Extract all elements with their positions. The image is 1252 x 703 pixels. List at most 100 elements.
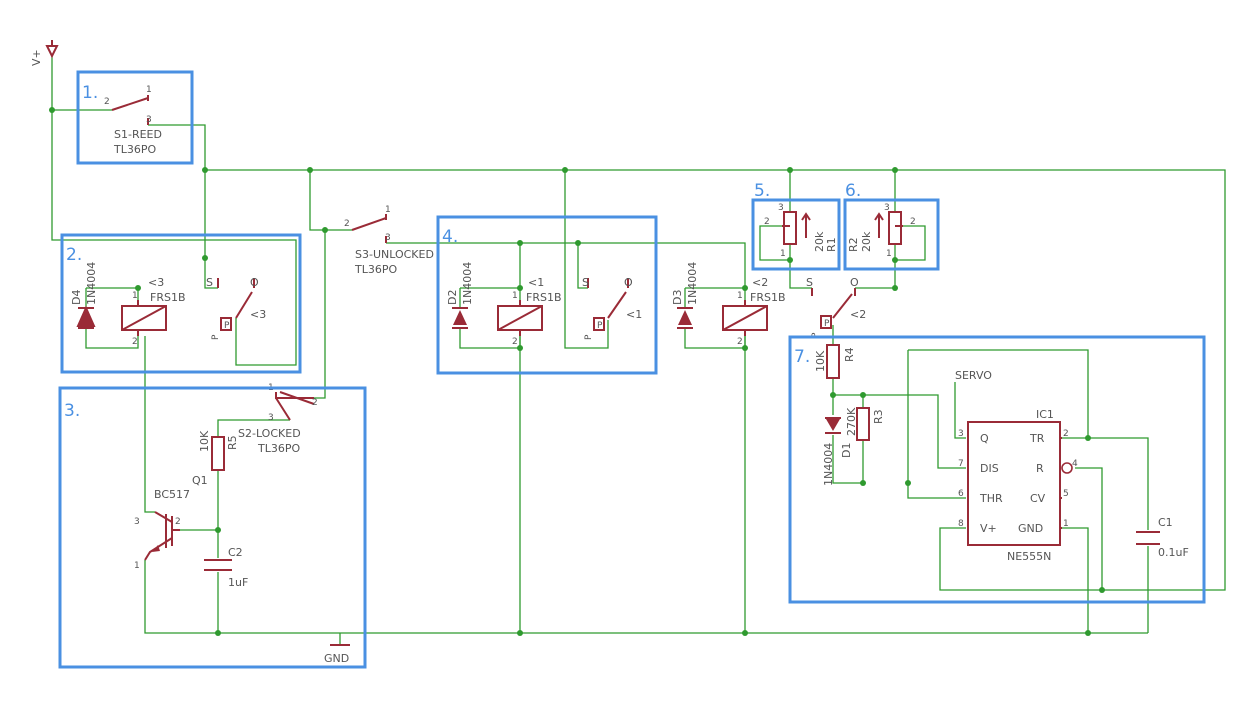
section-box-6 [843,198,940,271]
svg-text:3: 3 [268,413,274,423]
relay-k2: D3 1N4004 1 2 <2 FRS1B S O P P <2 [671,262,866,347]
k1-type: FRS1B [526,291,562,304]
svg-text:S: S [582,276,589,289]
svg-text:P: P [597,321,603,331]
s1-name: S1-REED [114,128,162,141]
svg-text:1: 1 [385,205,391,215]
s3-model: TL36PO [354,263,397,276]
wires [51,56,1226,645]
k2-ref: <2 [752,276,768,289]
svg-text:1N4004: 1N4004 [822,443,835,486]
k1-ref: <1 [528,276,544,289]
gnd-symbol: GND [324,644,350,665]
d3-type: 1N4004 [686,262,699,305]
d2-type: 1N4004 [461,262,474,305]
switch-s2: 1 2 3 S2-LOCKED TL36PO [238,383,318,455]
svg-text:1: 1 [737,291,743,301]
d4-name: D4 [70,290,83,305]
svg-text:20k: 20k [813,231,826,252]
svg-text:CV: CV [1030,492,1046,505]
gnd-label: GND [324,652,349,665]
svg-text:<3: <3 [250,308,266,321]
section-box-4 [436,215,658,375]
svg-text:V+: V+ [980,522,997,535]
section-boxes: 1. 2. 3. 4. 5. 6. 7. [58,70,1206,669]
svg-text:2: 2 [344,219,350,229]
k3-ref: <3 [148,276,164,289]
svg-text:P: P [584,334,594,340]
svg-text:4: 4 [1072,459,1078,469]
resistor-r3: 270K R3 [845,407,885,441]
s2-model: TL36PO [257,442,300,455]
svg-text:20k: 20k [860,231,873,252]
section-box-1 [76,70,194,165]
svg-text:1: 1 [146,85,152,95]
svg-text:1: 1 [134,561,140,571]
svg-text:P: P [224,321,230,331]
svg-text:1: 1 [1063,519,1069,529]
svg-text:S: S [206,276,213,289]
d4-type: 1N4004 [85,262,98,305]
svg-text:P: P [211,334,221,340]
svg-text:3: 3 [146,115,152,125]
svg-text:3: 3 [385,233,391,243]
svg-text:<1: <1 [626,308,642,321]
svg-text:270K: 270K [845,407,858,436]
svg-text:O: O [250,276,259,289]
section-label-1: 1. [82,83,98,103]
section-box-3 [58,386,367,669]
vplus-symbol: V+ [30,40,59,66]
svg-text:3: 3 [884,203,890,213]
svg-text:1: 1 [132,291,138,301]
svg-text:1: 1 [886,249,892,259]
svg-text:<2: <2 [850,308,866,321]
svg-text:6: 6 [958,489,964,499]
svg-text:2: 2 [512,337,518,347]
ic1-type: NE555N [1007,550,1051,563]
svg-text:C1: C1 [1158,516,1173,529]
q1-name: Q1 [192,474,208,487]
svg-text:R3: R3 [872,409,885,424]
junctions [49,107,1105,636]
svg-text:R2: R2 [847,237,860,252]
svg-text:D1: D1 [840,443,853,458]
svg-text:S: S [806,276,813,289]
svg-text:1uF: 1uF [228,576,248,589]
section-label-5: 5. [754,181,770,201]
svg-text:R: R [1036,462,1044,475]
svg-text:R4: R4 [843,347,856,362]
svg-text:8: 8 [958,519,964,529]
section-box-5 [751,198,841,271]
pot-r1: 3 2 1 20k R1 [764,203,838,259]
capacitor-c1: C1 0.1uF [1136,516,1189,559]
svg-text:GND: GND [1018,522,1043,535]
svg-text:R5: R5 [226,435,239,450]
svg-text:R1: R1 [825,237,838,252]
section-label-4: 4. [442,227,458,247]
svg-text:2: 2 [175,517,181,527]
svg-text:2: 2 [910,217,916,227]
svg-text:P: P [811,332,821,338]
svg-text:THR: THR [979,492,1003,505]
switch-s3: 2 1 3 S3-UNLOCKED TL36PO [344,205,434,276]
resistor-r5: 10K R5 [198,430,239,471]
section-label-3: 3. [64,401,80,421]
d2-name: D2 [446,290,459,305]
s1-model: TL36PO [113,143,156,156]
q1-type: BC517 [154,488,190,501]
switch-s1: 2 1 3 S1-REED TL36PO [104,85,162,156]
resistor-r4: 10K R4 [814,344,856,379]
svg-text:3: 3 [134,517,140,527]
svg-text:3: 3 [778,203,784,213]
svg-text:2: 2 [312,398,318,408]
k2-type: FRS1B [750,291,786,304]
vplus-label: V+ [30,49,43,66]
svg-text:0.1uF: 0.1uF [1158,546,1189,559]
svg-text:O: O [850,276,859,289]
transistor-q1: 3 2 1 Q1 BC517 [134,474,208,571]
s2-name: S2-LOCKED [238,427,301,440]
svg-text:10K: 10K [198,430,211,452]
svg-text:2: 2 [104,97,110,107]
